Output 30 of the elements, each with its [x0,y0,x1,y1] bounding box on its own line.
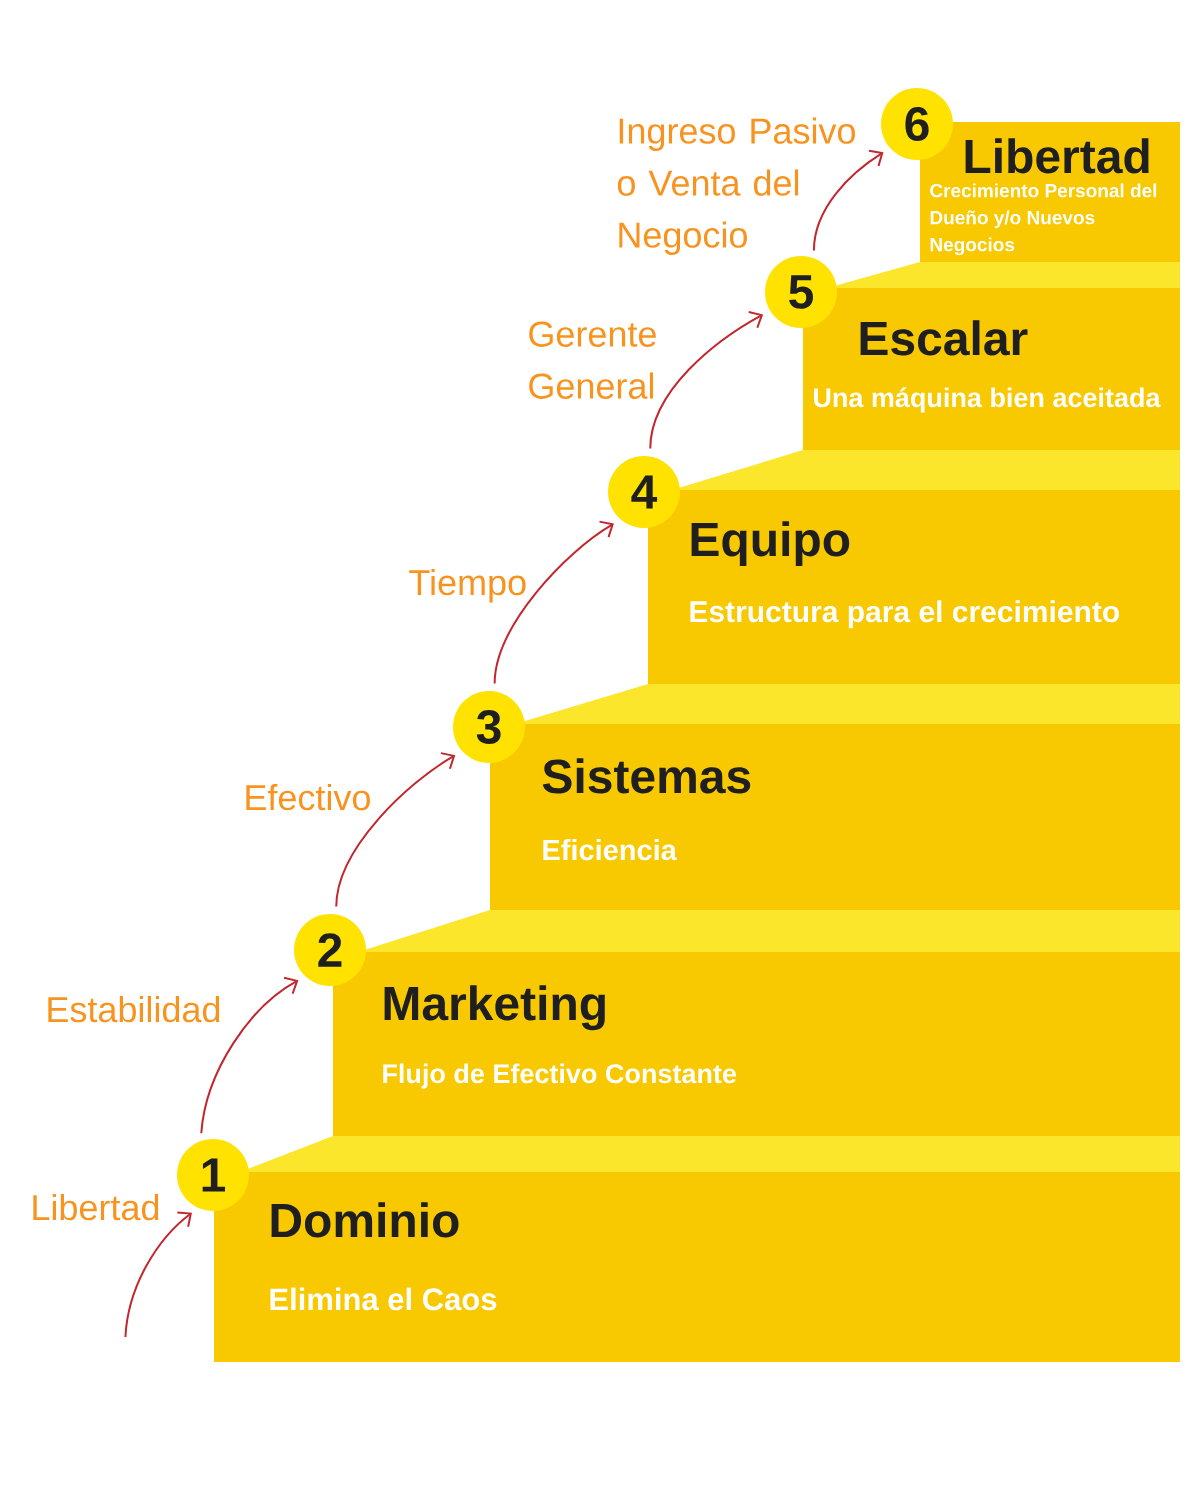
step-title: Dominio [271,1202,459,1238]
curved-arrow [493,520,614,685]
step-description: Flujo de Efectivo Constante [383,1063,736,1089]
step-title: Equipo [691,521,850,566]
edge-label: Ingreso Pasivo o Venta del Negocio [617,117,855,255]
number-badge: 5 [765,256,837,328]
edge-label: Gerente General [529,321,656,399]
curved-arrow [812,149,884,252]
curved-arrow [124,1211,192,1339]
step-title: Libertad [965,138,1149,174]
number-badge: 2 [294,914,366,986]
edge-label: Efectivo [246,783,370,811]
edge-label: Libertad [33,1193,159,1221]
number-badge: 1 [177,1139,249,1211]
step-title: Marketing [384,985,605,1031]
curved-arrow [335,752,456,908]
edge-label: Tiempo [409,568,526,603]
step-description: Estructura para el crecimiento [690,600,1119,629]
number-badge: 4 [608,456,680,528]
step-description: Eficiencia [543,839,677,861]
step-title: Escalar [860,320,1028,356]
edge-label: Estabilidad [48,995,220,1023]
step-title: Sistemas [542,758,751,794]
step-description: Crecimiento Personal del Dueño y/o Nuevos Negocios [930,183,1157,256]
curved-arrow [200,976,299,1135]
number-badge: 3 [453,691,525,763]
curved-arrow [649,311,764,450]
step-description: Una máquina bien aceitada [814,387,1161,413]
step-description: Elimina el Caos [270,1287,497,1311]
number-badge: 6 [881,88,953,160]
